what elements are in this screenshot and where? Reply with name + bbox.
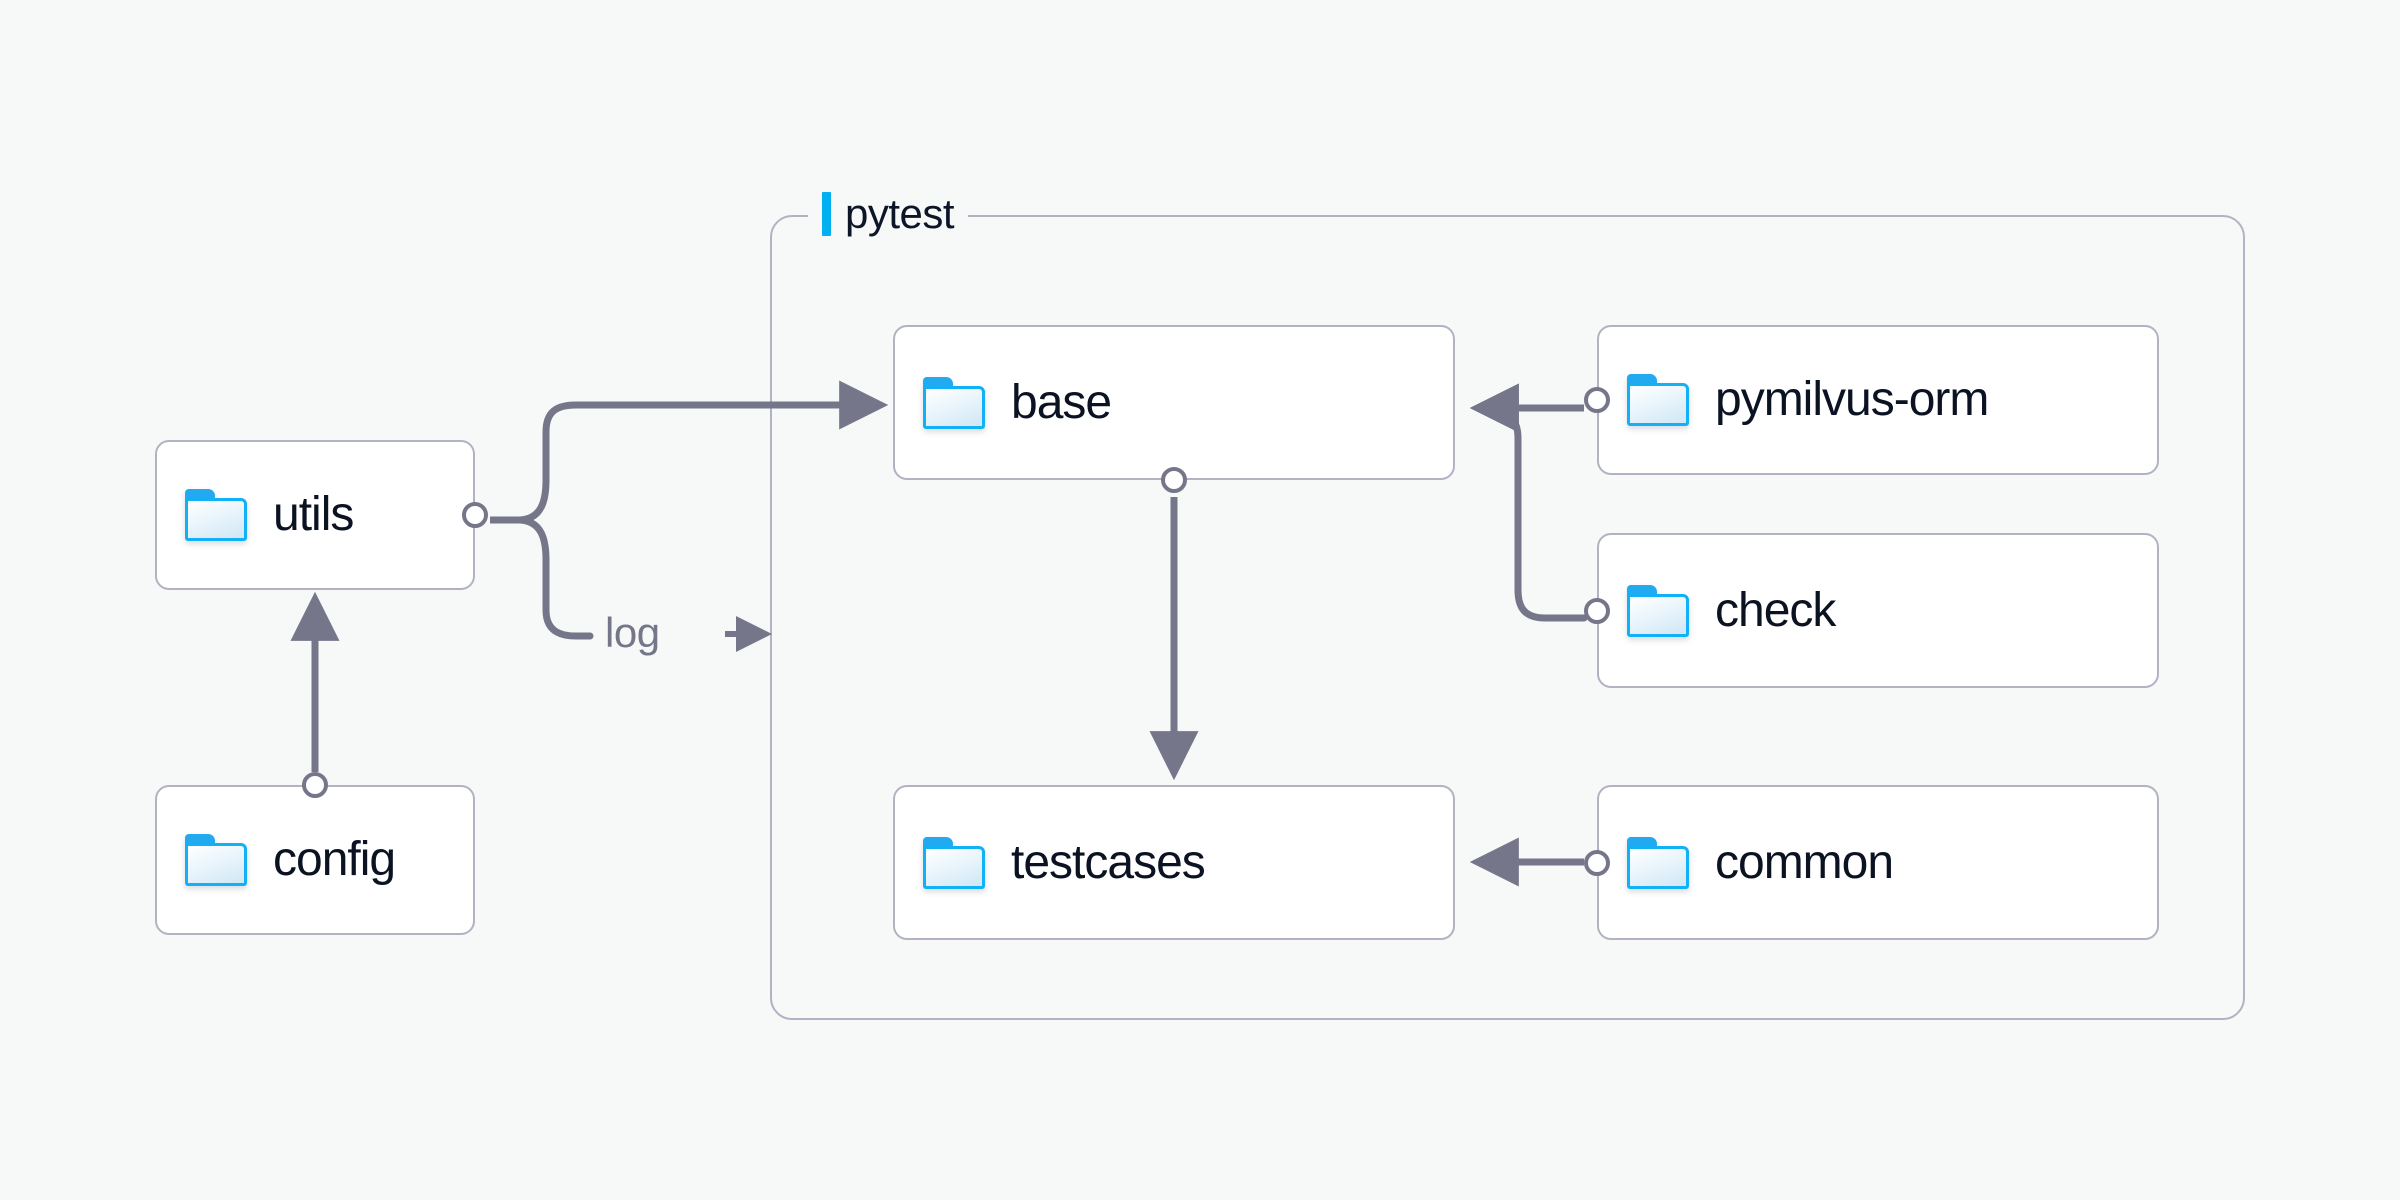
port-bottom[interactable] xyxy=(1161,467,1187,493)
pytest-group-label: pytest xyxy=(808,190,969,238)
node-pymilvus-orm[interactable]: pymilvus-orm xyxy=(1584,325,2159,475)
node-check[interactable]: check xyxy=(1584,533,2159,688)
node-base[interactable]: base xyxy=(893,325,1455,493)
folder-icon xyxy=(1627,374,1689,426)
node-testcases[interactable]: testcases xyxy=(893,785,1455,940)
folder-icon xyxy=(923,836,985,889)
node-label: base xyxy=(1011,375,1112,429)
folder-icon xyxy=(185,834,247,886)
port-left[interactable] xyxy=(1584,597,1610,624)
edge-label-log: log xyxy=(605,609,660,656)
node-label: testcases xyxy=(1011,835,1206,889)
folder-icon xyxy=(1627,836,1689,889)
node-label: pymilvus-orm xyxy=(1715,373,1989,426)
port-left[interactable] xyxy=(1584,387,1610,413)
node-utils[interactable]: utils xyxy=(155,440,488,590)
node-label: utils xyxy=(273,488,354,541)
folder-icon xyxy=(1627,584,1689,637)
port-left[interactable] xyxy=(1584,849,1610,876)
node-config[interactable]: config xyxy=(155,772,475,935)
group-label-text: pytest xyxy=(845,190,955,237)
node-label: check xyxy=(1715,583,1836,637)
group-accent-bar xyxy=(822,192,831,236)
node-label: common xyxy=(1715,835,1894,889)
folder-icon xyxy=(923,376,985,429)
folder-icon xyxy=(185,489,247,541)
node-label: config xyxy=(273,833,396,886)
port-top[interactable] xyxy=(302,772,328,798)
port-right[interactable] xyxy=(462,502,488,528)
node-common[interactable]: common xyxy=(1584,785,2159,940)
